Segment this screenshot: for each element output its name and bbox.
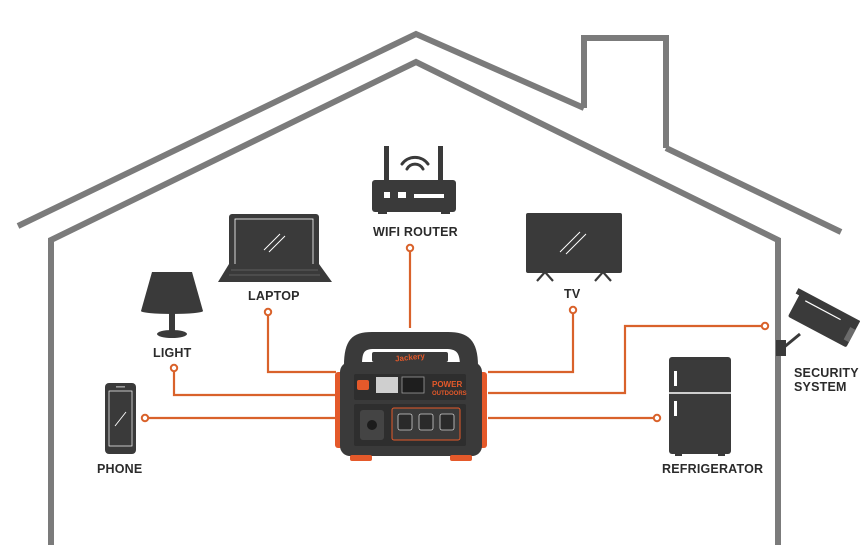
wires — [145, 248, 765, 420]
wire-security — [488, 324, 765, 395]
phone-icon — [105, 383, 136, 454]
power-station-product-label-line2: OUTDOORS — [432, 391, 467, 397]
label-wifi-router: WIFI ROUTER — [373, 225, 458, 239]
laptop-icon — [218, 214, 332, 282]
wire-tv — [488, 310, 575, 374]
label-tv: TV — [564, 287, 581, 301]
tv-icon — [526, 213, 622, 282]
label-security-system: SECURITY SYSTEM — [794, 366, 859, 394]
label-phone: PHONE — [97, 462, 143, 476]
endpoint-security — [760, 321, 770, 331]
power-station-product-label-line1: POWER — [432, 380, 462, 389]
power-station-brand: Jackery — [395, 351, 426, 363]
wire-light — [172, 368, 336, 397]
endpoint-tv — [568, 305, 578, 315]
portable-power-station-icon: Jackery POWER OUTDOORS — [335, 332, 487, 461]
wire-laptop — [266, 312, 336, 374]
lamp-icon — [141, 272, 203, 338]
roof-outer-right — [664, 145, 843, 235]
refrigerator-icon — [669, 357, 731, 456]
roof-outer — [16, 30, 586, 229]
chimney — [581, 35, 669, 148]
wifi-router-icon — [372, 146, 456, 214]
endpoint-laptop — [263, 307, 273, 317]
label-light: LIGHT — [153, 346, 192, 360]
endpoint-fridge — [652, 413, 662, 423]
label-refrigerator: REFRIGERATOR — [662, 462, 764, 476]
label-laptop: LAPTOP — [248, 289, 300, 303]
security-camera-icon — [776, 288, 860, 356]
wire-endpoints — [140, 243, 770, 423]
endpoint-phone — [140, 413, 150, 423]
endpoint-router — [405, 243, 415, 253]
endpoint-light — [169, 363, 179, 373]
